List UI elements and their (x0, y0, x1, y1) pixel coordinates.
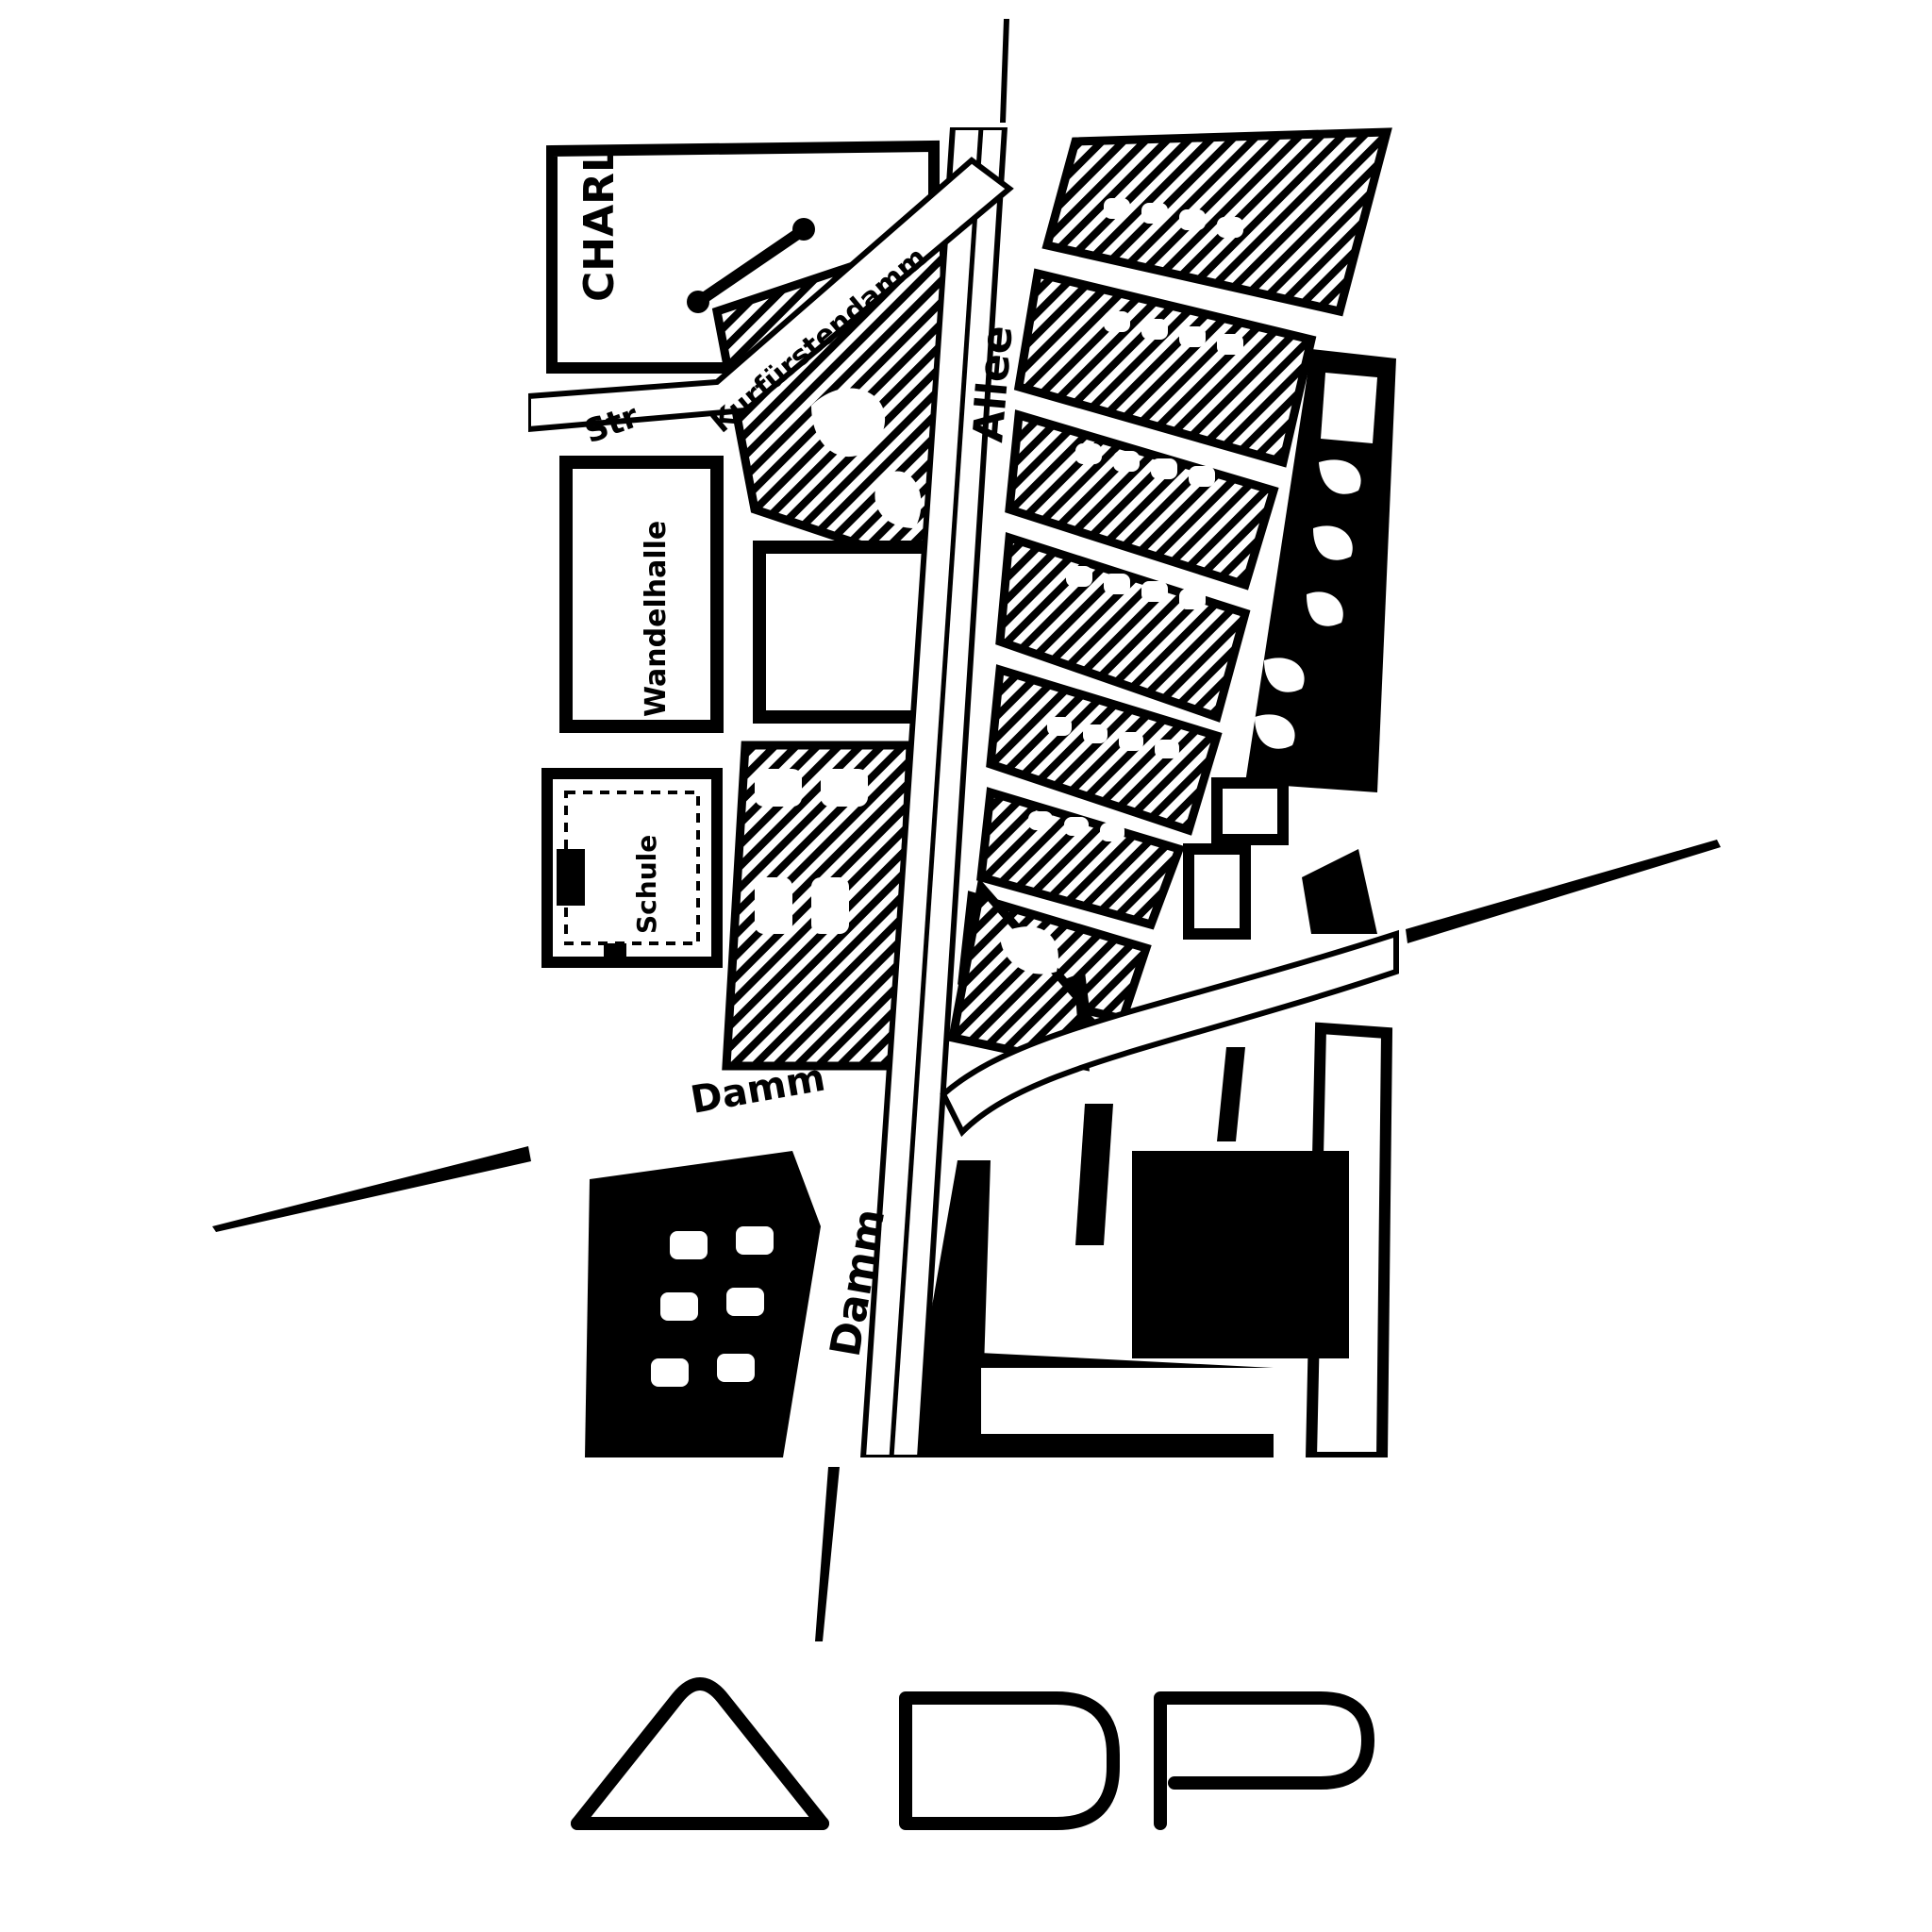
label-allee: Allee (964, 324, 1023, 444)
compass-cross (212, 19, 1721, 1641)
block-middle-plain (753, 541, 936, 724)
curving-avenue (940, 929, 1399, 1138)
wordmark-letter-a (571, 1677, 829, 1830)
label-wandelhalle: Wandelhalle (640, 521, 673, 717)
wordmark-text: ADP (965, 1913, 967, 1916)
compass-west-stroke (212, 1146, 531, 1232)
diagonal-street (528, 157, 1014, 433)
label-charl: CHARL (575, 146, 624, 302)
wordmark-letter-p (1154, 1691, 1374, 1830)
plaza-path (692, 225, 808, 308)
city-map: CHARL Str Kurfürstendamm Allee Wandelhal… (528, 127, 1406, 1457)
compass-north-stroke (1000, 19, 1009, 123)
wordmark-letter-d (899, 1691, 1120, 1830)
compass-east-stroke (1406, 840, 1721, 943)
east-ornament-strip (1183, 349, 1396, 940)
block-west-a (559, 456, 724, 733)
east-blocks (947, 127, 1392, 1072)
adp-wordmark (571, 1677, 1374, 1830)
compass-south-stroke (815, 1467, 840, 1641)
label-schule: Schule (631, 835, 662, 934)
